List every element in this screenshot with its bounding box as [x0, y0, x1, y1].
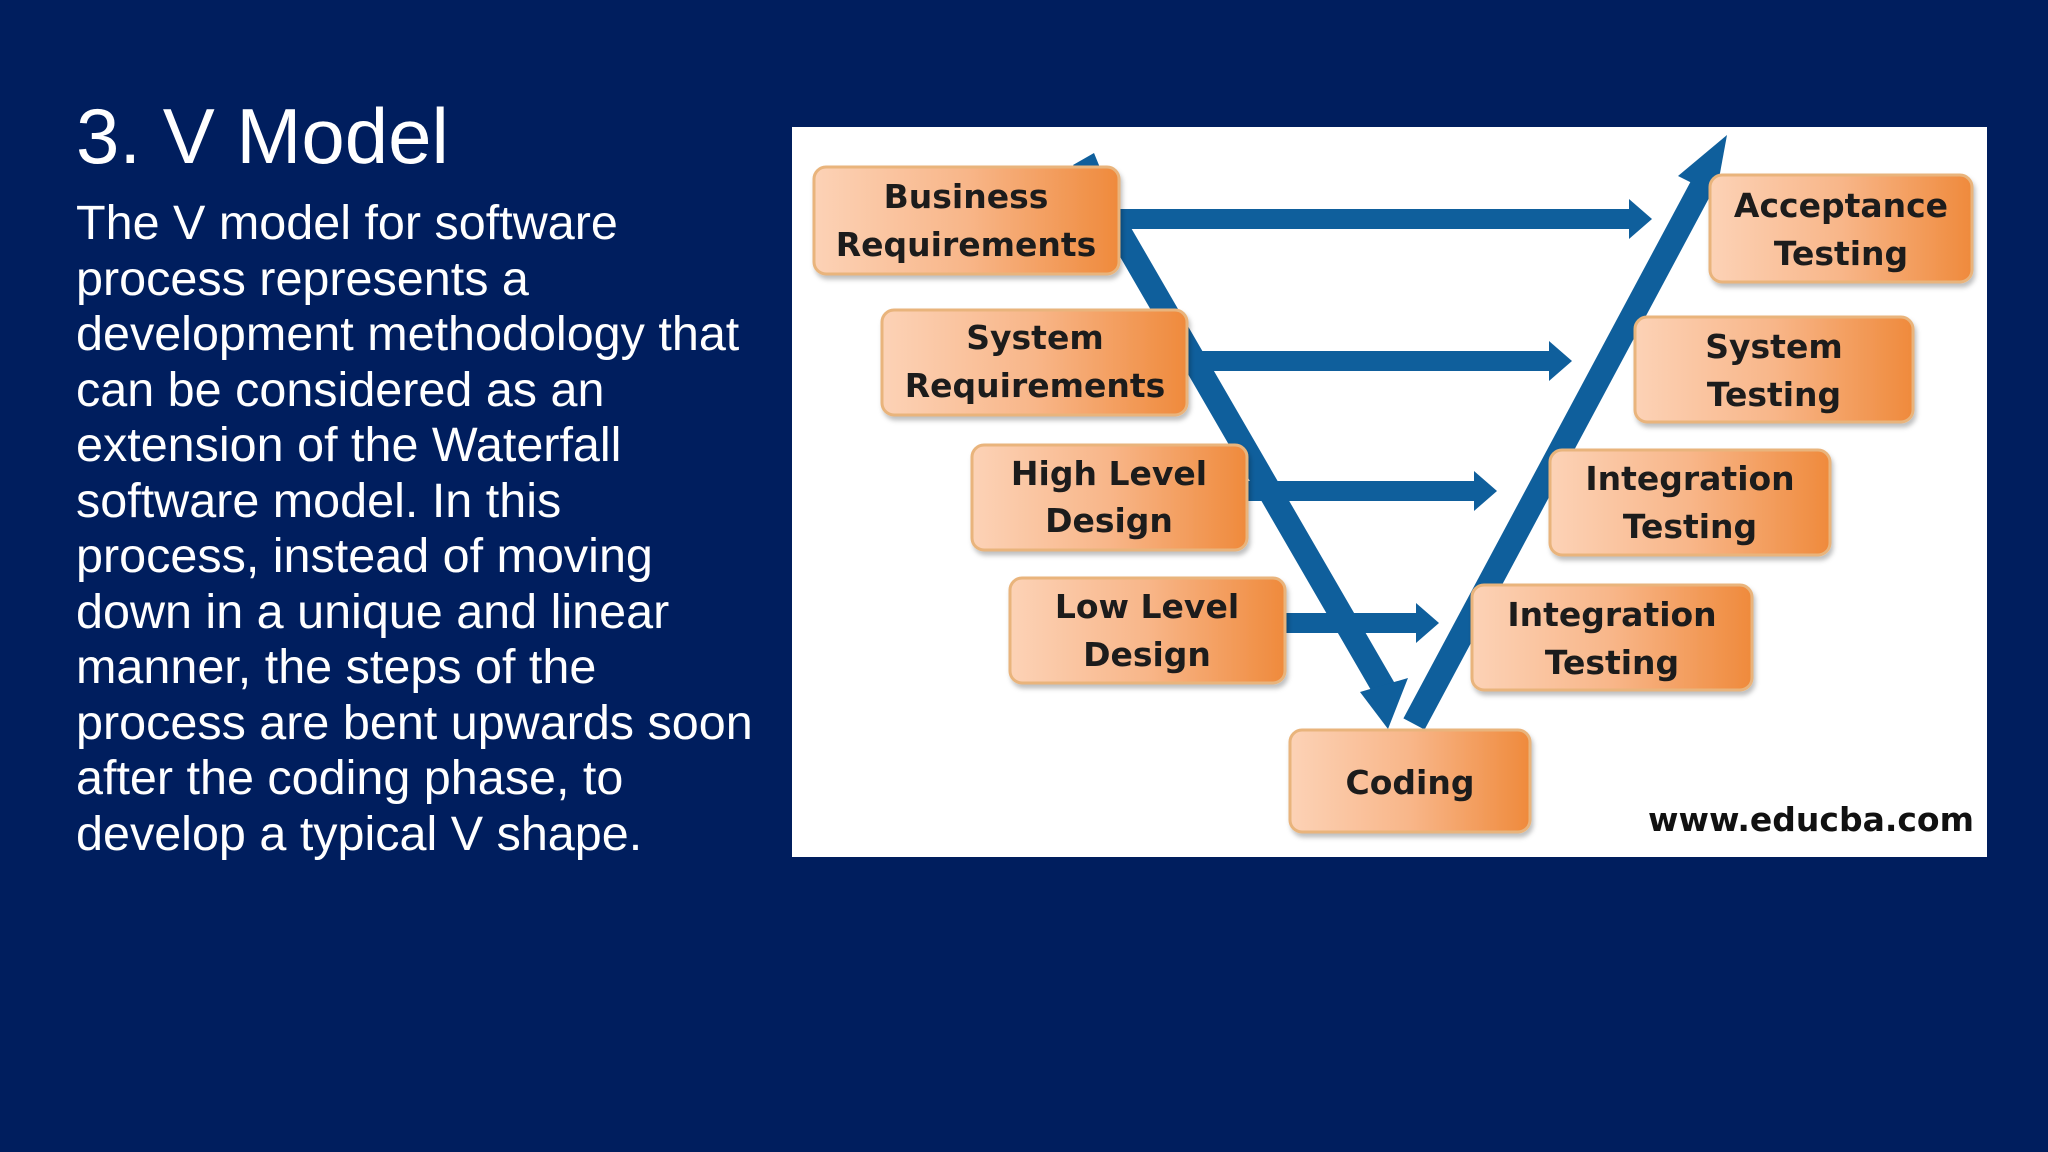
phase-box-label: Testing: [1545, 643, 1679, 682]
phase-box-label: Requirements: [836, 225, 1097, 264]
phase-box-acceptance-testing: Acceptance Testing: [1708, 173, 1974, 284]
arrowhead-system-testing: [1549, 341, 1572, 381]
phase-box-label: System: [1705, 327, 1842, 366]
phase-box-label: Low Level: [1055, 587, 1239, 626]
phase-box-label: Business: [884, 177, 1049, 216]
phase-box-shape: [970, 443, 1249, 552]
phase-box-label: System: [966, 318, 1103, 357]
phase-box-shape: [1470, 583, 1754, 692]
phase-box-shape: [1008, 576, 1287, 685]
phase-box-integration-testing-upper: Integration Testing: [1548, 448, 1832, 557]
phase-box-label: Requirements: [905, 366, 1166, 405]
descending-v-arrowhead: [1360, 678, 1408, 729]
left-phase-boxes: Business Requirements System Requirement…: [812, 165, 1287, 685]
slide-body-text: The V model for software process represe…: [76, 196, 753, 861]
phase-box-label: Testing: [1707, 375, 1841, 414]
arrowhead-acceptance: [1629, 199, 1652, 239]
phase-box-label: Testing: [1623, 507, 1757, 546]
phase-box-shape: [1708, 173, 1974, 284]
phase-box-label: High Level: [1011, 454, 1207, 493]
phase-box-label: Integration: [1507, 595, 1716, 634]
phase-box-shape: [1288, 728, 1532, 834]
arrowhead-integration-upper: [1474, 471, 1497, 511]
slide-title: 3. V Model: [76, 92, 449, 180]
phase-box-label: Design: [1045, 501, 1173, 540]
phase-box-shape: [812, 165, 1121, 276]
phase-box-system-testing: System Testing: [1633, 315, 1915, 424]
source-watermark: www.educba.com: [1648, 800, 1974, 839]
phase-box-system-requirements: System Requirements: [880, 308, 1189, 417]
phase-box-label: Integration: [1585, 459, 1794, 498]
phase-box-label: Coding: [1346, 763, 1475, 802]
phase-box-label: Testing: [1774, 234, 1908, 273]
phase-box-integration-testing-lower: Integration Testing: [1470, 583, 1754, 692]
phase-box-shape: [1633, 315, 1915, 424]
phase-box-label: Acceptance: [1734, 186, 1948, 225]
v-model-diagram: Business Requirements System Requirement…: [792, 127, 1987, 857]
phase-box-business-requirements: Business Requirements: [812, 165, 1121, 276]
arrowhead-integration-lower: [1416, 603, 1439, 643]
phase-box-label: Design: [1083, 635, 1211, 674]
phase-box-low-level-design: Low Level Design: [1008, 576, 1287, 685]
phase-box-high-level-design: High Level Design: [970, 443, 1249, 552]
verification-arrows: [1112, 199, 1652, 643]
phase-box-shape: [1548, 448, 1832, 557]
v-model-svg: Business Requirements System Requirement…: [812, 135, 1974, 839]
phase-box-shape: [880, 308, 1189, 417]
phase-box-coding: Coding: [1288, 728, 1532, 834]
right-phase-boxes: Acceptance Testing System Testing Integr…: [1470, 173, 1974, 692]
